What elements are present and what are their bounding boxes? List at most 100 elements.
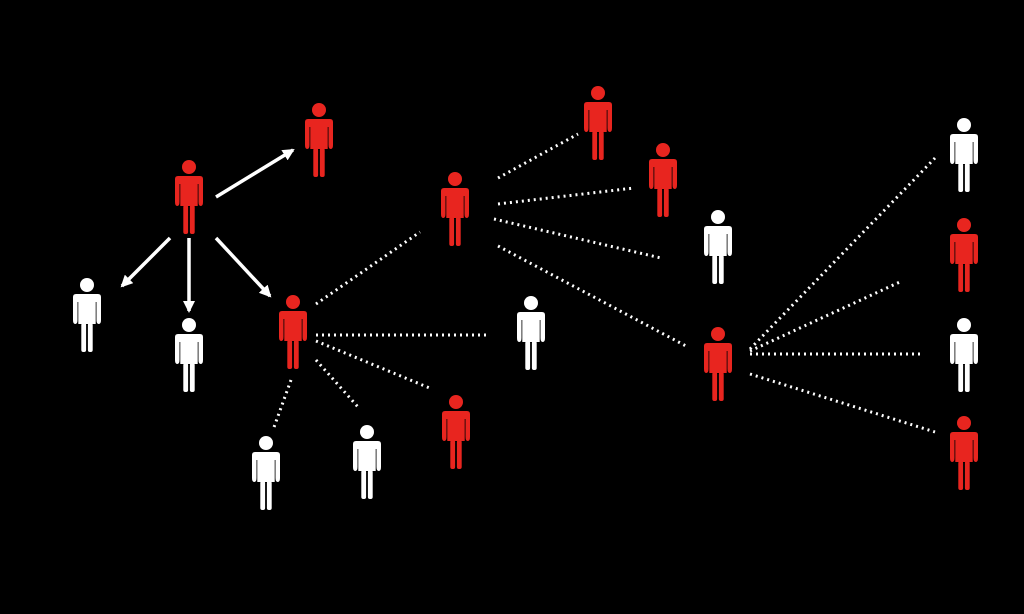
person-hub-left-red-bottom-infected: [442, 395, 470, 469]
person-right-leg: [964, 363, 970, 392]
person-right-leg: [189, 363, 195, 392]
person-left-leg: [958, 163, 964, 192]
person-right-2-infected: [950, 218, 978, 292]
person-head: [957, 118, 971, 132]
person-hub-right-infected: [704, 327, 732, 401]
person-head: [286, 295, 300, 309]
person-head: [259, 436, 273, 450]
person-direct-mid-healthy: [175, 318, 203, 392]
person-hub-left-infected: [279, 295, 307, 369]
person-right-leg: [456, 440, 462, 469]
person-body: [649, 159, 677, 189]
person-right-leg: [87, 323, 93, 352]
person-right-leg: [367, 470, 373, 499]
person-body: [950, 134, 978, 164]
dotted-link-hub-center-to-center-white: [493, 217, 662, 260]
person-direct-left-healthy: [73, 278, 101, 352]
person-body: [279, 311, 307, 341]
dotted-link-hub-right-to-right-4: [749, 372, 936, 434]
person-direct-top-infected: [305, 103, 333, 177]
arrow-source-to-direct-left: [120, 236, 172, 288]
person-left-leg: [81, 323, 87, 352]
person-left-leg: [592, 131, 598, 160]
person-body: [305, 119, 333, 149]
person-right-leg: [455, 217, 461, 246]
dotted-link-hub-center-to-center-top-2: [497, 186, 635, 206]
person-right-leg: [598, 131, 604, 160]
arrow-source-to-hub-left: [214, 236, 272, 298]
person-head: [449, 395, 463, 409]
person-left-leg: [183, 363, 189, 392]
person-left-leg: [361, 470, 367, 499]
person-source-infected: [175, 160, 203, 234]
person-center-top-1-infected: [584, 86, 612, 160]
person-head: [524, 296, 538, 310]
person-head: [957, 218, 971, 232]
person-body: [704, 343, 732, 373]
person-head: [957, 416, 971, 430]
person-body: [353, 441, 381, 471]
person-body: [517, 312, 545, 342]
person-head: [957, 318, 971, 332]
person-right-leg: [718, 372, 724, 401]
person-body: [584, 102, 612, 132]
person-body: [950, 432, 978, 462]
person-body: [73, 294, 101, 324]
person-body: [175, 176, 203, 206]
person-right-leg: [663, 188, 669, 217]
dotted-link-hub-left-to-hub-left-white-bottom-1: [271, 379, 293, 431]
person-body: [441, 188, 469, 218]
person-body: [704, 226, 732, 256]
person-right-leg: [319, 148, 325, 177]
person-left-leg: [712, 255, 718, 284]
person-right-leg: [293, 340, 299, 369]
person-right-4-infected: [950, 416, 978, 490]
people-layer: [73, 86, 978, 510]
dotted-link-hub-right-to-right-1: [748, 156, 937, 351]
person-head: [182, 160, 196, 174]
dotted-link-hub-left-to-hub-left-red-bottom: [315, 339, 433, 391]
person-left-leg: [183, 205, 189, 234]
person-head: [182, 318, 196, 332]
dotted-link-hub-center-to-center-top-1: [497, 132, 579, 180]
person-body: [175, 334, 203, 364]
person-center-white-healthy: [704, 210, 732, 284]
person-body: [950, 334, 978, 364]
person-head: [711, 327, 725, 341]
person-left-leg: [525, 341, 531, 370]
person-right-1-healthy: [950, 118, 978, 192]
person-head: [448, 172, 462, 186]
person-left-leg: [712, 372, 718, 401]
person-body: [442, 411, 470, 441]
person-right-leg: [964, 263, 970, 292]
person-hub-left-white-bottom-1-healthy: [252, 436, 280, 510]
dotted-link-hub-right-to-right-2: [749, 279, 903, 353]
person-right-leg: [964, 461, 970, 490]
person-left-leg: [260, 481, 266, 510]
person-left-leg: [958, 461, 964, 490]
person-right-leg: [531, 341, 537, 370]
person-head: [360, 425, 374, 439]
person-left-leg: [958, 363, 964, 392]
person-head: [656, 143, 670, 157]
person-right-leg: [189, 205, 195, 234]
person-right-leg: [718, 255, 724, 284]
person-head: [591, 86, 605, 100]
arrow-source-to-direct-top: [215, 148, 295, 199]
links-layer: [120, 132, 937, 434]
person-right-leg: [266, 481, 272, 510]
person-left-leg: [958, 263, 964, 292]
person-hub-center-infected: [441, 172, 469, 246]
person-head: [312, 103, 326, 117]
person-head: [80, 278, 94, 292]
person-left-leg: [449, 217, 455, 246]
person-head: [711, 210, 725, 224]
dotted-link-hub-left-to-hub-center: [315, 230, 421, 306]
person-left-leg: [313, 148, 319, 177]
dotted-link-hub-left-to-hub-left-white-bottom-2: [314, 359, 360, 408]
person-body: [950, 234, 978, 264]
person-hub-left-white-right-healthy: [517, 296, 545, 370]
person-center-top-2-infected: [649, 143, 677, 217]
